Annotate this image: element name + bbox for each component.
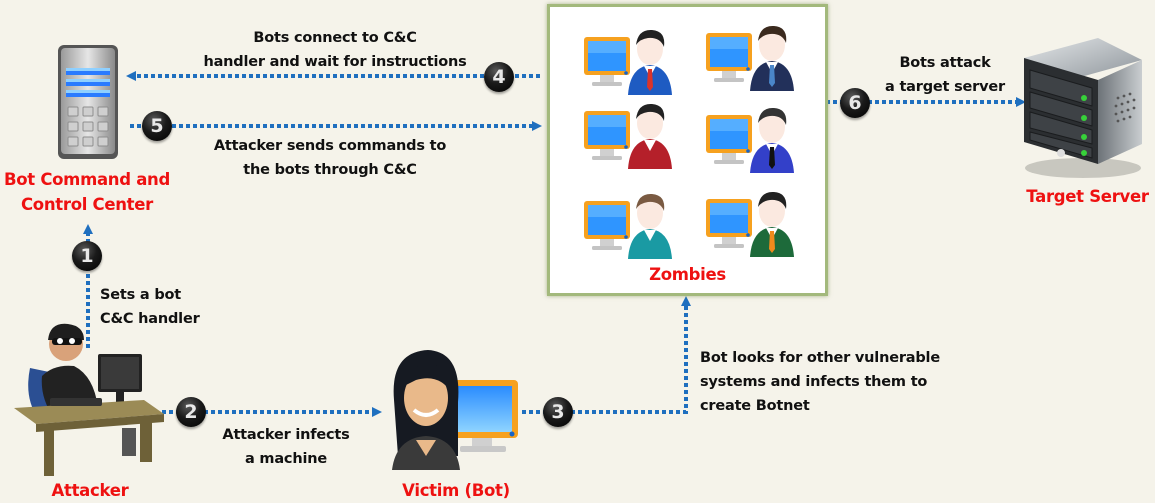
attacker-icon <box>14 318 164 478</box>
zombies-label: Zombies <box>649 265 726 284</box>
step-3-text: Bot looks for other vulnerable systems a… <box>700 350 940 414</box>
attacker-label: Attacker <box>51 481 129 500</box>
victim-icon <box>386 346 522 470</box>
zombie-computer-icon <box>702 103 798 177</box>
step-1-text: Sets a bot C&C handler <box>100 287 200 327</box>
zombie-computer-icon <box>580 189 676 263</box>
step-6-badge: 6 <box>840 88 870 118</box>
zombie-computer-icon <box>702 187 798 261</box>
step-2-text: Attacker infects a machine <box>222 427 350 467</box>
zombie-computer-icon <box>580 25 676 99</box>
step-1-badge: 1 <box>72 241 102 271</box>
step-5-badge: 5 <box>142 111 172 141</box>
arrow-step-3 <box>522 296 691 414</box>
cnc-label: Bot Command and Control Center <box>3 170 170 214</box>
step-6-text: Bots attack a target server <box>885 55 1005 95</box>
step-3-badge: 3 <box>543 397 573 427</box>
step-4-badge: 4 <box>484 62 514 92</box>
step-2-badge: 2 <box>176 397 206 427</box>
cnc-server-icon <box>57 44 119 160</box>
target-server-label: Target Server <box>1026 187 1149 206</box>
zombie-computer-icon <box>580 99 676 173</box>
zombie-computer-icon <box>702 21 798 95</box>
zombies-group: Zombies <box>547 4 828 296</box>
victim-label: Victim (Bot) <box>402 481 510 500</box>
step-5-text: Attacker sends commands to the bots thro… <box>213 138 447 178</box>
step-4-text: Bots connect to C&C handler and wait for… <box>203 30 467 70</box>
target-server-icon <box>1018 18 1148 183</box>
